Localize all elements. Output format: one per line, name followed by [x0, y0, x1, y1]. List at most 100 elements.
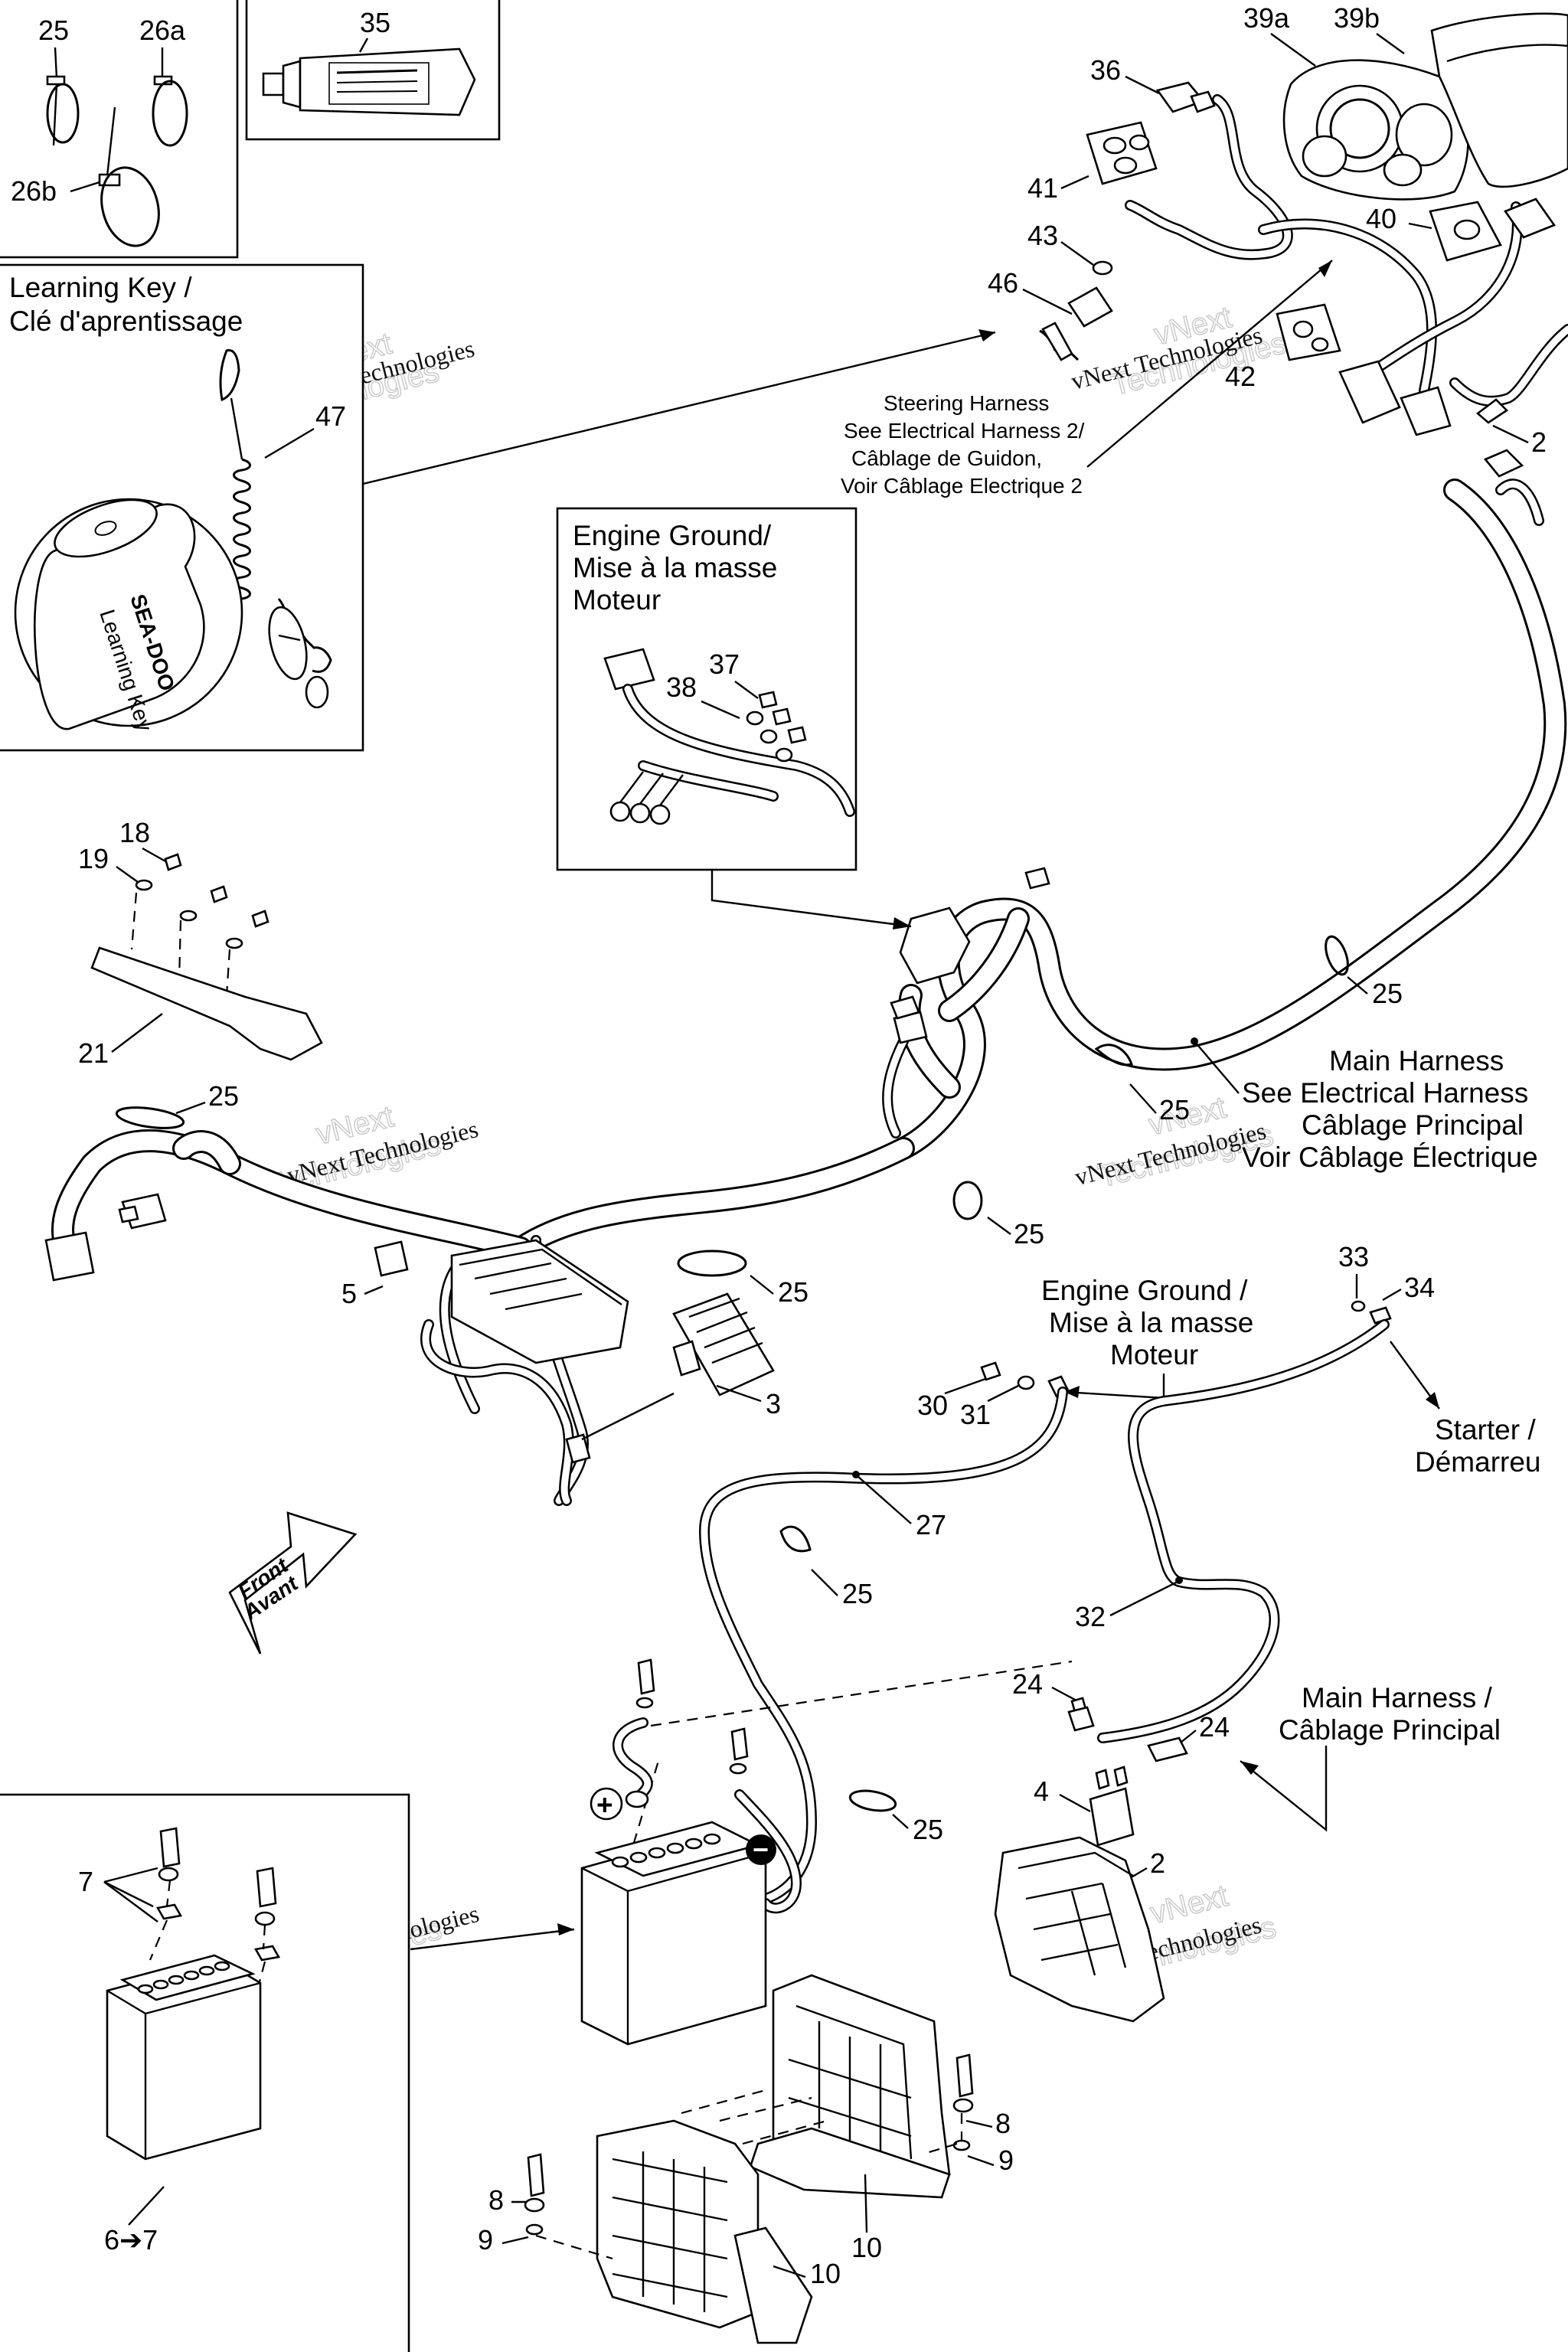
terminal-34-icon	[1369, 1306, 1392, 1325]
cable-27	[699, 1387, 1068, 1904]
fuse-box-icon	[420, 1239, 629, 1506]
callout-18: 18	[119, 817, 150, 848]
battery-main-icon: + −	[580, 1787, 776, 2046]
callout-43: 43	[1027, 220, 1058, 251]
starter-label-1: Starter /	[1435, 1414, 1536, 1446]
callout-7: 7	[78, 1866, 93, 1897]
callout-21: 21	[78, 1037, 109, 1069]
callout-36: 36	[1090, 54, 1121, 86]
callout-30: 30	[917, 1390, 948, 1421]
sensor-46-icon	[1039, 286, 1113, 361]
connector-36-icon	[1155, 81, 1216, 113]
bracket-21-icon	[90, 946, 323, 1061]
callout-25-e: 25	[778, 1276, 808, 1308]
callout-25-g: 25	[913, 1814, 943, 1845]
tie-strap-panel: 25 26a 26b	[0, 0, 239, 259]
tie-straps-25: 25 25 25 25 25 25	[115, 935, 1403, 1845]
leader-learning-key-to-harness	[362, 331, 996, 485]
battery-cable-negative	[729, 1727, 802, 1914]
callout-25-b: 25	[208, 1080, 239, 1112]
cables-group: Engine Ground / Mise à la masse Moteur 3…	[699, 1241, 1541, 1904]
callout-9-b: 9	[478, 2224, 493, 2256]
front-arrow: Front Avant	[228, 1511, 358, 1655]
callout-25-f: 25	[842, 1578, 873, 1609]
tie-strap-large-icon	[70, 106, 160, 247]
callout-40: 40	[1366, 203, 1396, 234]
ground-bolts-icon	[746, 691, 807, 763]
callout-3: 3	[766, 1388, 781, 1419]
leader-engine-ground	[1063, 1374, 1165, 1400]
positive-terminal-icon	[590, 1787, 623, 1821]
main-harness-label-3: Câblage Principal	[1302, 1109, 1524, 1141]
nut-33-icon	[1351, 1300, 1366, 1312]
main-harness-labels: Main Harness See Electrical Harness Câbl…	[1191, 1037, 1538, 1173]
battery-tray-group: 10 10 8 9 8 9	[478, 1974, 1014, 2344]
leader-main-harness-b	[1240, 1746, 1328, 1832]
battery-tray-front-icon	[596, 2119, 813, 2344]
tie-strap-small-icon	[46, 47, 80, 146]
grease-tube-panel: 35	[245, 0, 501, 141]
leader-main-harness	[1194, 1040, 1240, 1094]
callout-25-c: 25	[1159, 1094, 1190, 1125]
starter-relay-group: 24 24 Main Harness / Câblage Principal 4…	[994, 1668, 1501, 2023]
starter-label-2: Démarreu	[1415, 1446, 1541, 1478]
callout-8-a: 8	[995, 2108, 1011, 2139]
callout-10-a: 10	[851, 2232, 882, 2263]
callout-39a: 39a	[1243, 2, 1290, 34]
washer-31-icon	[1017, 1375, 1035, 1390]
steering-harness-label-2: See Electrical Harness 2/	[844, 419, 1085, 443]
terminal-24b-icon	[1147, 1736, 1188, 1762]
tray-guide-lines	[681, 2089, 828, 2145]
solenoid-4-icon	[1089, 1766, 1135, 1847]
negative-symbol: −	[753, 1834, 769, 1865]
engine-ground-panel: Engine Ground/ Mise à la masse Moteur 37…	[556, 507, 912, 929]
main-harness-label-2: See Electrical Harness	[1242, 1077, 1528, 1109]
callout-26a: 26a	[139, 15, 186, 46]
callout-25-d: 25	[1014, 1218, 1044, 1250]
engine-ground-box-title-3: Moteur	[573, 584, 661, 616]
nut-24a-icon	[1067, 1706, 1095, 1732]
leader-battery-detail	[410, 1928, 575, 1951]
callout-26b: 26b	[11, 175, 57, 207]
battery-group: + −	[580, 1658, 1073, 2046]
callout-24-a: 24	[1012, 1668, 1043, 1700]
callout-5: 5	[341, 1278, 357, 1309]
battery-small-icon	[106, 1954, 262, 2161]
negative-terminal-icon	[746, 1834, 776, 1865]
callout-42: 42	[1225, 361, 1256, 392]
main-harness-connector	[899, 906, 971, 985]
lanyard-coil-icon	[219, 349, 332, 709]
fuse-box-group: 5 25 3	[341, 1239, 808, 1506]
main-harness-label-1: Main Harness	[1329, 1045, 1504, 1076]
callout-2-top: 2	[1531, 426, 1547, 458]
steering-harness-label-3: Câblage de Guidon,	[851, 446, 1042, 470]
switch-41-icon	[1086, 121, 1158, 185]
engine-ground-box-title-1: Engine Ground/	[573, 520, 772, 551]
tie-strap-25e-icon	[677, 1250, 747, 1277]
gauge-cluster-icon	[1282, 59, 1469, 201]
callout-9-a: 9	[998, 2145, 1014, 2176]
callout-35: 35	[360, 7, 390, 38]
steering-harness-section: 39a 39b 36 41 43	[362, 2, 1568, 498]
callout-19: 19	[78, 843, 109, 874]
steering-harness-label-4: Voir Câblage Electrique 2	[841, 474, 1083, 498]
main-harness	[44, 479, 1567, 1506]
steering-wire-bundle	[1125, 94, 1568, 478]
callout-24-b: 24	[1199, 1711, 1230, 1743]
callout-47: 47	[315, 400, 346, 432]
grease-tube-icon	[262, 47, 476, 116]
leader-engine-ground-box	[710, 870, 912, 928]
switch-40-icon	[1429, 201, 1502, 262]
callout-4: 4	[1034, 1775, 1049, 1807]
callout-6-to-7: 6➔7	[104, 2224, 158, 2256]
callout-39b: 39b	[1334, 2, 1380, 34]
bolt-30-icon	[980, 1361, 1001, 1381]
callout-32: 32	[1075, 1601, 1106, 1632]
learning-key-title-fr: Clé d'aprentissage	[9, 305, 243, 337]
callout-38: 38	[666, 671, 697, 703]
learning-key-magnified-icon: SEA-DOO Learning Key	[14, 498, 243, 734]
engine-ground-box	[556, 507, 858, 871]
callout-27: 27	[916, 1509, 946, 1540]
o-ring-43-icon	[1092, 260, 1113, 276]
